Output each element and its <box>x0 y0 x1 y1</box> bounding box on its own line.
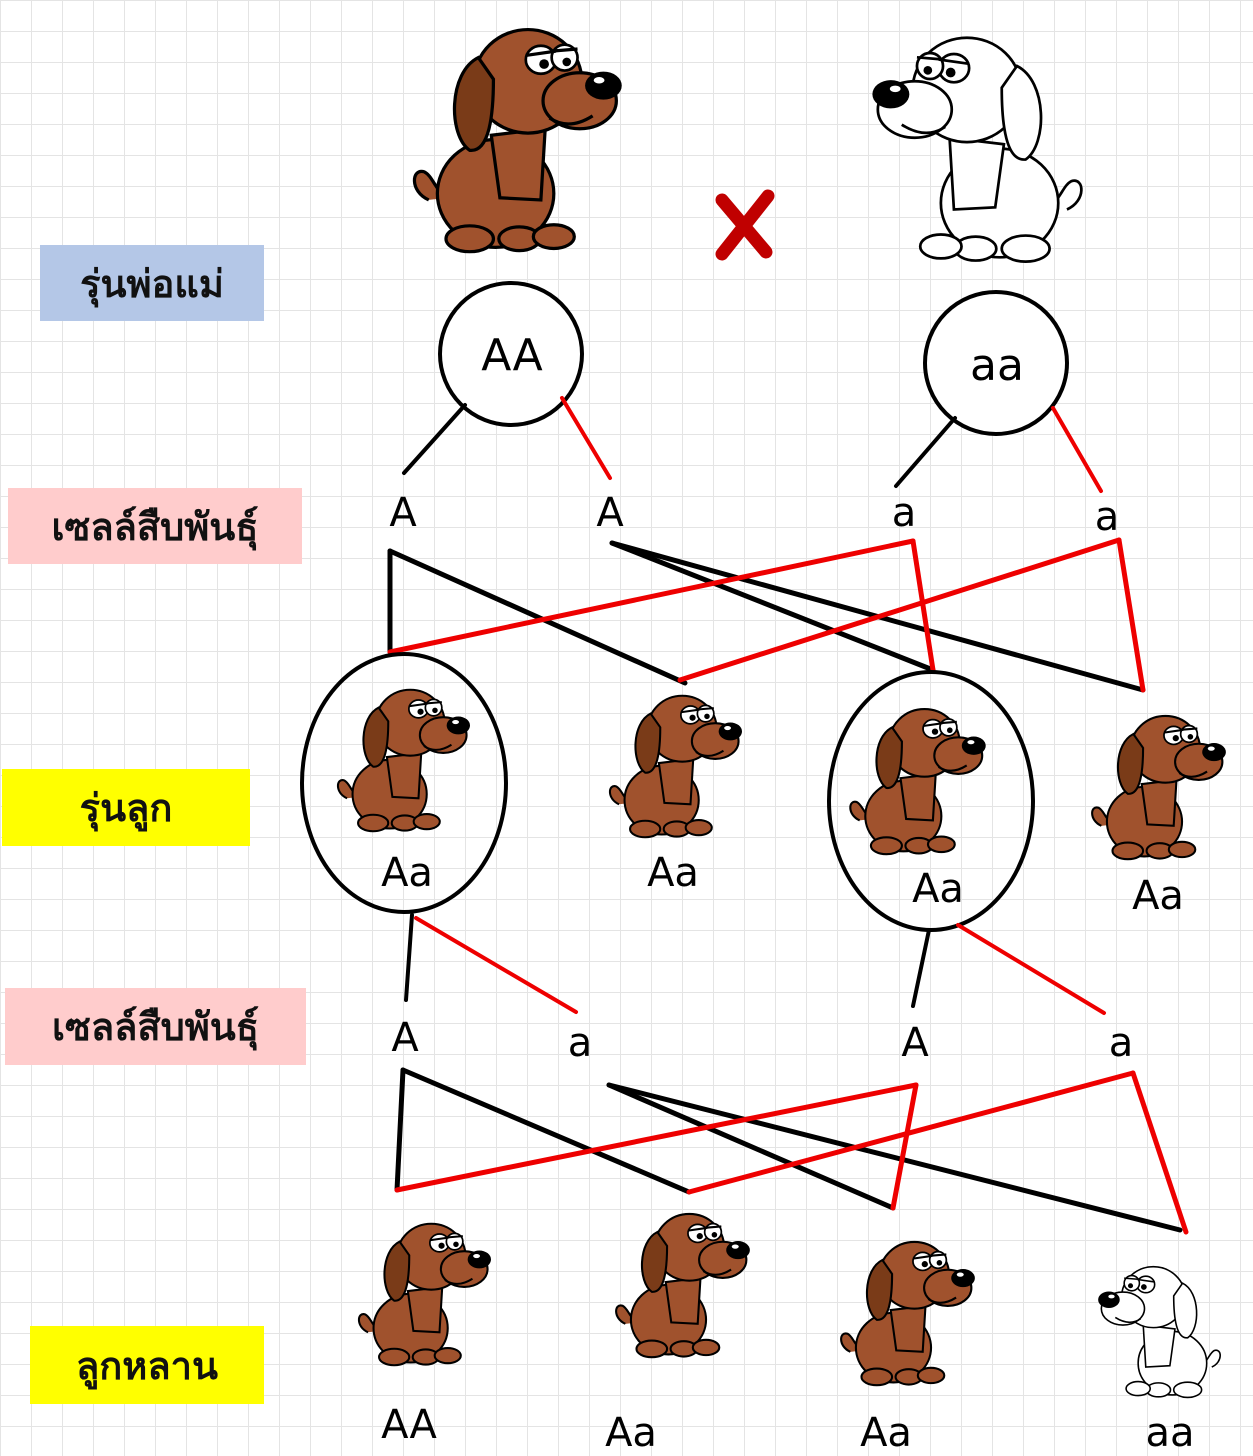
gamete-to-child-lines-1 <box>387 537 1146 693</box>
gamete-1-3: a <box>891 490 917 536</box>
grandchild-dog-3 <box>839 1240 977 1387</box>
child-to-gamete-lines <box>404 913 1106 1015</box>
grandchild-dog-4 <box>1097 1265 1222 1399</box>
child-dog-1 <box>336 688 472 833</box>
label-children: รุ่นลูก <box>2 769 250 846</box>
parent-genotype-left: AA <box>481 330 543 381</box>
label-grandchildren: ลูกหลาน <box>30 1326 264 1404</box>
parent-genotype-right: aa <box>970 340 1024 391</box>
parent-dog-brown <box>412 27 624 254</box>
child-genotype-1: Aa <box>381 850 433 896</box>
parent-dog-white <box>870 36 1084 264</box>
child-dog-3 <box>849 707 987 856</box>
gamete-1-2: A <box>596 490 624 536</box>
gamete-2-1: A <box>391 1015 419 1061</box>
child-dog-4 <box>1090 714 1228 861</box>
grandchild-genotype-3: Aa <box>860 1410 912 1456</box>
child-dog-2 <box>608 694 744 839</box>
parent-genotype-circle-left <box>438 281 584 427</box>
gamete-to-grandchild-lines <box>394 1067 1189 1235</box>
label-gametes-1: เซลล์สืบพันธุ์ <box>8 488 302 564</box>
child-oval-1 <box>300 652 508 914</box>
grandchild-dog-2 <box>614 1212 752 1359</box>
parent-to-gamete-lines <box>402 396 1103 493</box>
gamete-2-2: a <box>567 1020 593 1066</box>
grandchild-genotype-2: Aa <box>605 1410 657 1456</box>
child-genotype-4: Aa <box>1132 873 1184 919</box>
cross-mark <box>715 189 775 261</box>
gamete-2-4: a <box>1108 1020 1134 1066</box>
grandchild-dog-1 <box>357 1222 493 1367</box>
label-parents: รุ่นพ่อแม่ <box>40 245 264 321</box>
child-genotype-2: Aa <box>647 850 699 896</box>
grandchild-genotype-4: aa <box>1145 1410 1195 1456</box>
parent-genotype-circle-right <box>923 290 1069 436</box>
gamete-1-1: A <box>389 490 417 536</box>
gamete-1-4: a <box>1094 494 1120 540</box>
label-gametes-2: เซลล์สืบพันธุ์ <box>5 988 306 1065</box>
gamete-2-3: A <box>901 1020 929 1066</box>
child-genotype-3: Aa <box>912 866 964 912</box>
grandchild-genotype-1: AA <box>381 1402 437 1448</box>
